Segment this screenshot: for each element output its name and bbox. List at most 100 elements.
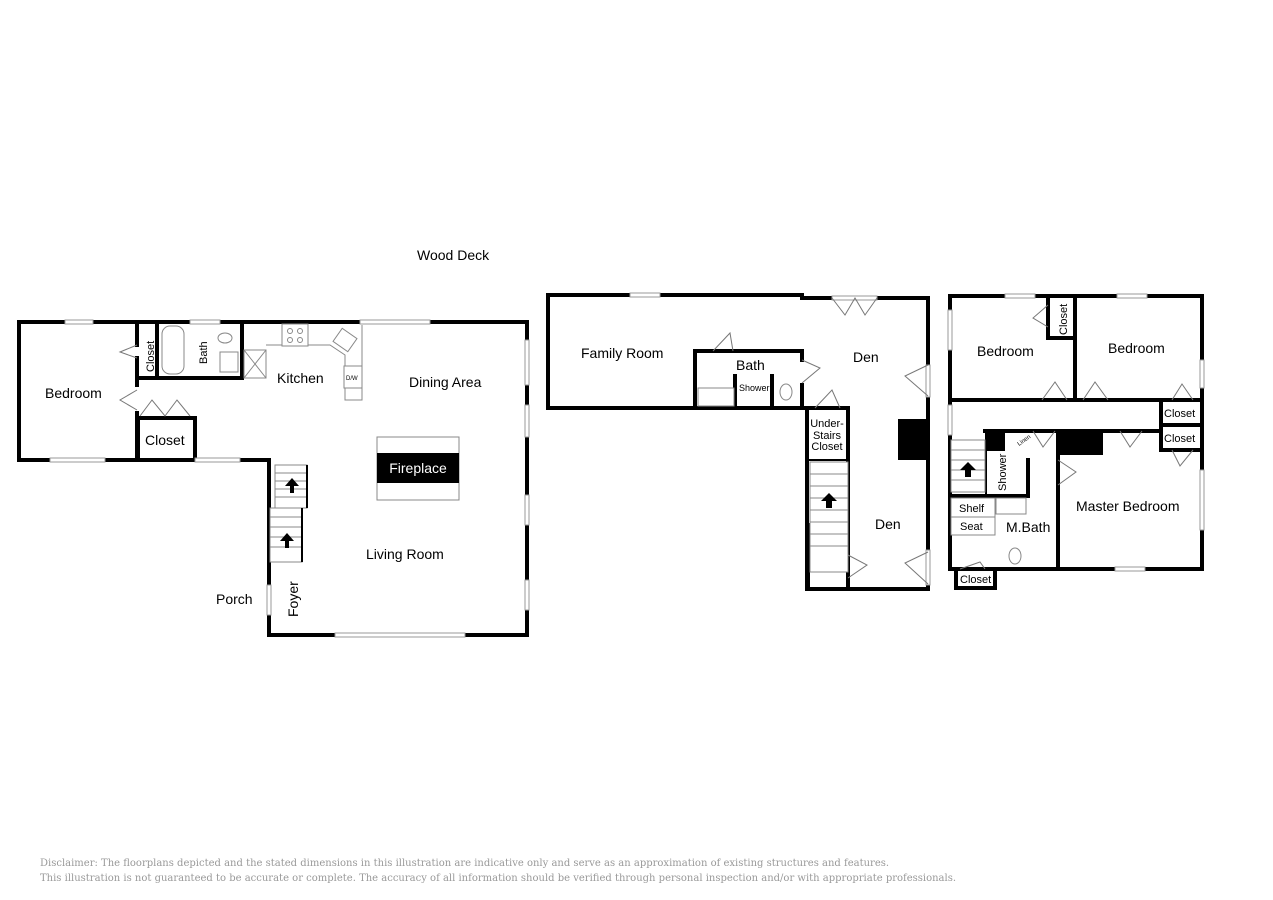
room-label-shower: Shower bbox=[739, 383, 770, 393]
up-arrow-icon bbox=[821, 493, 837, 508]
room-label-closet: Closet bbox=[145, 432, 185, 448]
disclaimer-line-2: This illustration is not guaranteed to b… bbox=[40, 873, 957, 884]
wall bbox=[733, 374, 774, 410]
wall-block bbox=[1058, 431, 1103, 455]
room-label-under-stairs-closet: Stairs bbox=[813, 430, 842, 442]
window bbox=[524, 579, 530, 611]
window bbox=[524, 494, 530, 526]
room-label-bath: Bath bbox=[736, 357, 765, 373]
door-swing bbox=[1032, 304, 1049, 328]
porch-label: Porch bbox=[216, 591, 253, 607]
room-label-shower: Shower bbox=[997, 453, 1009, 491]
door-swing bbox=[1057, 459, 1077, 486]
door-swing bbox=[119, 389, 138, 411]
stairs bbox=[269, 464, 308, 563]
door-swing bbox=[1082, 381, 1109, 401]
room-label-closet: Closet bbox=[1164, 408, 1195, 420]
room-label-dining-area: Dining Area bbox=[409, 374, 482, 390]
seat bbox=[950, 516, 996, 536]
door bbox=[925, 549, 931, 586]
kitchen-sink-icon bbox=[332, 327, 358, 353]
lower-floor-plan: Family Room Bath Shower Den Under- Stair… bbox=[546, 292, 931, 591]
front-door bbox=[266, 584, 272, 616]
window bbox=[1114, 566, 1146, 572]
stairs bbox=[950, 439, 986, 493]
main-floor-plan: Wood Deck bbox=[17, 247, 530, 638]
upper-floor-plan: Bedroom Closet Bedroom Closet Closet Lin… bbox=[947, 293, 1205, 590]
up-arrow-icon bbox=[285, 478, 299, 493]
sliding-door bbox=[359, 319, 431, 325]
disclaimer-line-1: Disclaimer: The floorplans depicted and … bbox=[40, 858, 890, 869]
door-swing bbox=[1041, 381, 1068, 401]
room-label-master-bedroom: Master Bedroom bbox=[1076, 498, 1179, 514]
room-label-closet: Closet bbox=[1058, 304, 1070, 335]
closet-wall bbox=[136, 416, 197, 462]
stairs bbox=[809, 461, 849, 573]
room-label-closet: Closet bbox=[145, 341, 157, 372]
room-label-den: Den bbox=[853, 349, 879, 365]
window bbox=[524, 404, 530, 438]
bath-wall bbox=[693, 349, 804, 410]
main-exterior-wall bbox=[17, 320, 529, 637]
door-swing bbox=[1171, 383, 1194, 401]
door-swing bbox=[1032, 430, 1056, 448]
window bbox=[947, 404, 953, 436]
room-label-family-room: Family Room bbox=[581, 345, 663, 361]
up-arrow-icon bbox=[280, 533, 294, 548]
wood-deck-label: Wood Deck bbox=[417, 247, 490, 263]
room-label-bedroom: Bedroom bbox=[45, 385, 102, 401]
room-label-master-bath: M.Bath bbox=[1006, 519, 1050, 535]
door-swing bbox=[904, 364, 929, 397]
up-arrow-icon bbox=[960, 462, 976, 477]
room-label-bedroom: Bedroom bbox=[1108, 340, 1165, 356]
door-swing bbox=[1171, 449, 1194, 467]
closet-wall bbox=[1046, 294, 1077, 340]
window bbox=[64, 319, 94, 325]
room-label-foyer: Foyer bbox=[285, 581, 301, 617]
sink-icon bbox=[995, 497, 1027, 515]
door-swing bbox=[712, 331, 734, 352]
window bbox=[629, 292, 661, 298]
wall bbox=[805, 523, 810, 589]
door-swing bbox=[814, 389, 841, 409]
window bbox=[947, 309, 953, 351]
wall bbox=[135, 320, 244, 380]
stove-icon bbox=[281, 323, 309, 347]
fireplace-label: Fireplace bbox=[389, 460, 447, 476]
window bbox=[189, 319, 221, 325]
door-swing bbox=[801, 359, 821, 384]
door-swing bbox=[118, 344, 138, 359]
window bbox=[1004, 293, 1036, 299]
sink-icon bbox=[697, 387, 735, 407]
door-swing bbox=[847, 554, 868, 579]
room-label-kitchen: Kitchen bbox=[277, 370, 324, 386]
room-label-closet: Closet bbox=[960, 574, 991, 586]
door-swing bbox=[1119, 430, 1143, 448]
shower-wall bbox=[983, 458, 1030, 498]
closet-wall bbox=[954, 567, 997, 590]
door-swing bbox=[959, 561, 986, 570]
window bbox=[49, 457, 106, 463]
window bbox=[334, 632, 466, 638]
room-label-closet: Closet bbox=[1164, 433, 1195, 445]
window bbox=[524, 339, 530, 386]
window bbox=[1116, 293, 1148, 299]
toilet-icon bbox=[217, 332, 233, 344]
sink-icon bbox=[219, 351, 239, 373]
pantry-cross bbox=[243, 349, 267, 379]
room-label-living-room: Living Room bbox=[366, 546, 444, 562]
toilet-icon bbox=[1008, 547, 1022, 565]
lower-exterior-wall bbox=[546, 293, 930, 591]
room-label-shelf: Shelf bbox=[959, 503, 985, 515]
room-label-seat: Seat bbox=[960, 521, 983, 533]
window bbox=[194, 457, 241, 463]
room-label-den: Den bbox=[875, 516, 901, 532]
bathtub-icon bbox=[161, 325, 185, 375]
dishwasher bbox=[343, 365, 363, 389]
room-label-under-stairs-closet: Under- bbox=[810, 418, 844, 430]
toilet-icon bbox=[779, 383, 793, 401]
window bbox=[1199, 359, 1205, 389]
room-label-bath: Bath bbox=[198, 341, 210, 364]
chimney bbox=[898, 419, 928, 460]
